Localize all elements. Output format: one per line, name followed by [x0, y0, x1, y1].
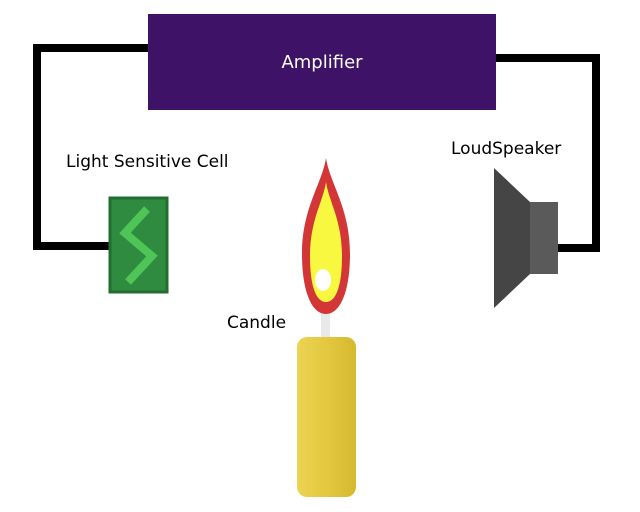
candle-label: Candle	[227, 313, 287, 333]
candle-body	[297, 337, 356, 497]
loudspeaker-label: LoudSpeaker	[451, 139, 562, 159]
light-sensitive-cell	[108, 196, 169, 294]
wire-left-top-segment	[33, 44, 148, 52]
candle-flame	[302, 158, 350, 314]
flame-core	[315, 269, 331, 291]
wire-right-top-segment	[496, 54, 600, 62]
light-sensitive-cell-label: Light Sensitive Cell	[66, 152, 229, 172]
wire-right-vertical-segment	[592, 54, 600, 252]
candle-wick	[321, 310, 330, 342]
speaker-driver	[530, 202, 558, 274]
wire-right-bottom-segment	[556, 244, 600, 252]
amplifier-box: Amplifier	[148, 14, 496, 110]
cell-zigzag-resistor-symbol	[119, 206, 158, 285]
wire-left-bottom-segment	[33, 242, 110, 250]
amplifier-label: Amplifier	[281, 51, 363, 73]
loudspeaker	[494, 168, 558, 308]
speaker-cone	[494, 168, 530, 308]
wire-left-vertical-segment	[33, 44, 41, 250]
